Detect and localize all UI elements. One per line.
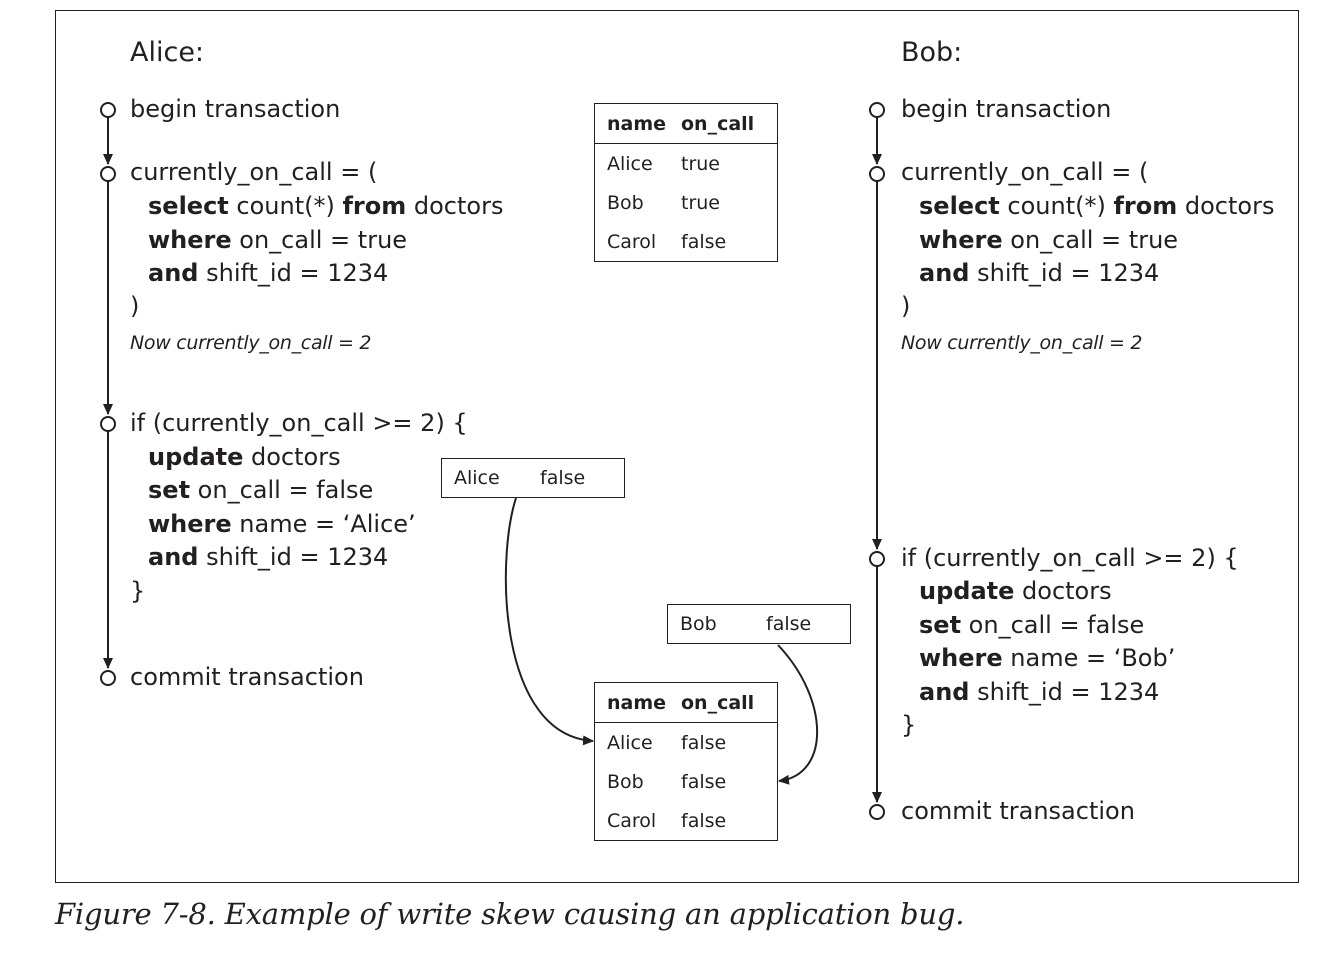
bob-begin-text: begin transaction — [901, 95, 1112, 123]
cell-name: Carol — [607, 809, 657, 832]
alice-header: Alice: — [130, 37, 205, 68]
bob-header: Bob: — [901, 37, 963, 68]
write-value: false — [540, 467, 586, 489]
cell-on-call: false — [681, 770, 727, 793]
alice-begin-text: begin transaction — [130, 95, 341, 123]
bob-query-close: ) — [901, 292, 911, 320]
alice-query-close: ) — [130, 292, 140, 320]
alice-node-update — [100, 416, 116, 432]
bob-update-line4: and shift_id = 1234 — [919, 678, 1160, 706]
alice-node-begin — [100, 102, 116, 118]
alice-write-box: Alice false — [441, 458, 625, 498]
alice-query-line1: select count(*) from doctors — [148, 192, 504, 220]
table-row: Bob true — [595, 183, 777, 222]
cell-name: Alice — [607, 152, 653, 175]
table-row: Bob false — [595, 762, 777, 801]
bob-note: Now currently_on_call = 2 — [901, 332, 1143, 354]
figure-caption: Figure 7-8. Example of write skew causin… — [55, 897, 965, 931]
table-row: Carol false — [595, 222, 777, 261]
table-row: Carol false — [595, 801, 777, 840]
alice-query-line3: and shift_id = 1234 — [148, 259, 389, 287]
write-name: Bob — [680, 613, 717, 635]
alice-update-line4: and shift_id = 1234 — [148, 543, 389, 571]
table-header-row: name on_call — [595, 104, 777, 144]
alice-update-open: if (currently_on_call >= 2) { — [130, 409, 468, 437]
alice-update-line3: where name = ‘Alice’ — [148, 510, 416, 538]
figure-frame — [55, 10, 1299, 883]
alice-node-query — [100, 166, 116, 182]
cell-name: Bob — [607, 770, 644, 793]
alice-timeline — [100, 102, 116, 686]
bob-update-line3: where name = ‘Bob’ — [919, 644, 1176, 672]
bob-update-close: } — [901, 711, 917, 739]
cell-on-call: true — [681, 191, 720, 214]
alice-query-line2: where on_call = true — [148, 226, 408, 254]
bob-update-open: if (currently_on_call >= 2) { — [901, 544, 1239, 572]
bob-query-line2: where on_call = true — [919, 226, 1179, 254]
cell-name: Alice — [607, 731, 653, 754]
bob-node-commit — [869, 804, 885, 820]
table-header-row: name on_call — [595, 683, 777, 723]
bob-write-box: Bob false — [667, 604, 851, 644]
table-after: name on_call Alice false Bob false Carol… — [594, 682, 778, 841]
column-header-on-call: on_call — [681, 112, 755, 135]
table-row: Alice true — [595, 144, 777, 183]
bob-timeline — [869, 102, 885, 820]
bob-update-line2: set on_call = false — [919, 611, 1145, 639]
bob-update-line1: update doctors — [919, 577, 1112, 605]
bob-write-arrow — [777, 644, 818, 785]
alice-update-close: } — [130, 577, 146, 605]
cell-on-call: true — [681, 152, 720, 175]
table-before: name on_call Alice true Bob true Carol f… — [594, 103, 778, 262]
cell-name: Bob — [607, 191, 644, 214]
bob-query-open: currently_on_call = ( — [901, 158, 1149, 186]
bob-query-line1: select count(*) from doctors — [919, 192, 1275, 220]
bob-query-line3: and shift_id = 1234 — [919, 259, 1160, 287]
table-row: Alice false — [595, 723, 777, 762]
bob-commit-text: commit transaction — [901, 797, 1135, 825]
column-header-on-call: on_call — [681, 691, 755, 714]
bob-node-query — [869, 166, 885, 182]
alice-update-line2: set on_call = false — [148, 476, 374, 504]
cell-name: Carol — [607, 230, 657, 253]
alice-query-open: currently_on_call = ( — [130, 158, 378, 186]
cell-on-call: false — [681, 230, 727, 253]
bob-node-update — [869, 551, 885, 567]
cell-on-call: false — [681, 731, 727, 754]
column-header-name: name — [607, 112, 667, 135]
write-value: false — [766, 613, 812, 635]
bob-node-begin — [869, 102, 885, 118]
alice-node-commit — [100, 670, 116, 686]
alice-note: Now currently_on_call = 2 — [130, 332, 372, 354]
write-name: Alice — [454, 467, 500, 489]
alice-commit-text: commit transaction — [130, 663, 364, 691]
column-header-name: name — [607, 691, 667, 714]
cell-on-call: false — [681, 809, 727, 832]
alice-write-arrow — [504, 497, 594, 746]
alice-update-line1: update doctors — [148, 443, 341, 471]
